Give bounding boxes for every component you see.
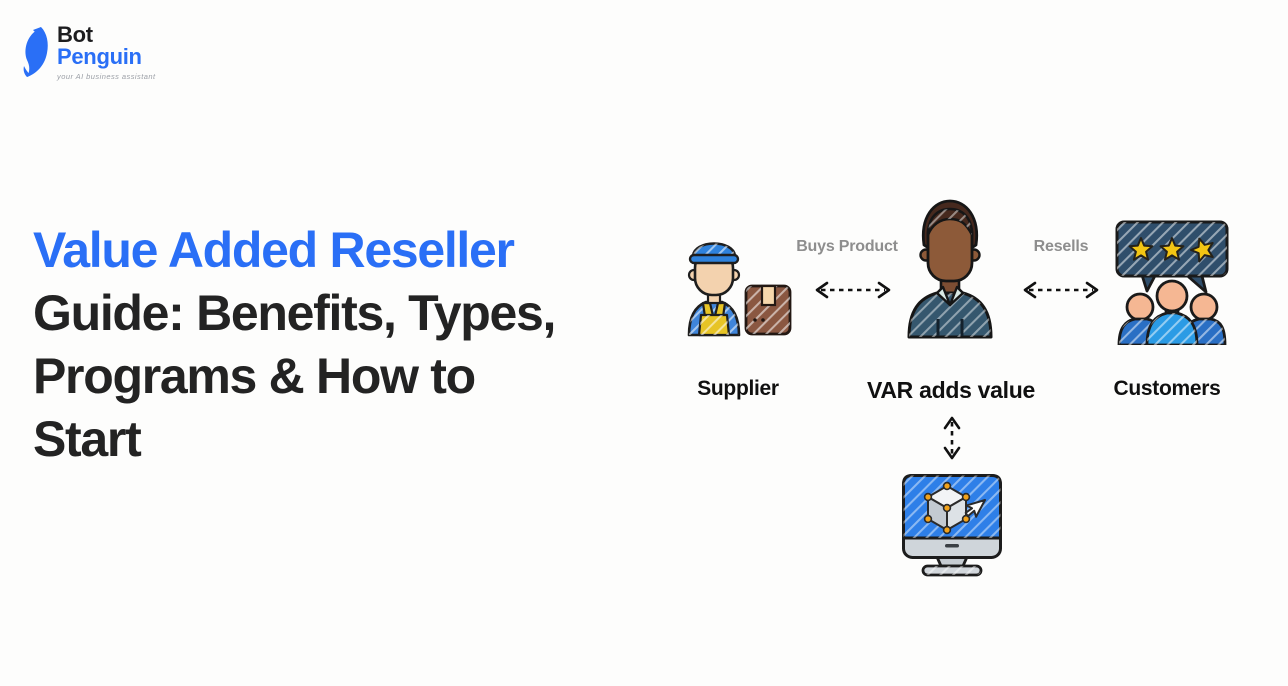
customers-review-icon xyxy=(1115,220,1229,345)
cursor-arrow xyxy=(964,499,986,518)
adds-value-arrow-icon xyxy=(943,416,961,460)
computer-3d-model-icon xyxy=(902,474,1002,577)
page-title-line-1: Value Added Reseller xyxy=(33,222,515,278)
edge-label-buys-product: Buys Product xyxy=(796,238,898,255)
page-title-line-3: Programs & How to xyxy=(33,348,476,404)
cube-nodes xyxy=(923,481,971,535)
buys-product-arrow-icon xyxy=(815,281,891,299)
logo-brand-bottom: Penguin xyxy=(57,44,142,69)
logo-brand-top: Bot xyxy=(57,22,93,47)
reseller-person-icon xyxy=(907,199,993,339)
penguin-logo-icon xyxy=(23,27,48,77)
supplier-worker-box-icon xyxy=(687,242,792,337)
node-label-var: VAR adds value xyxy=(867,377,1035,403)
botpenguin-logo: Bot Penguin your AI business assistant xyxy=(16,24,156,81)
page-title-line-4: Start xyxy=(33,411,142,467)
node-label-supplier: Supplier xyxy=(697,377,779,400)
edge-label-resells: Resells xyxy=(1033,238,1089,255)
page-title: Value Added Reseller Guide: Benefits, Ty… xyxy=(33,219,693,471)
resells-arrow-icon xyxy=(1023,281,1099,299)
node-label-customers: Customers xyxy=(1113,377,1221,400)
page-title-line-2: Guide: Benefits, Types, xyxy=(33,285,556,341)
logo-tagline: your AI business assistant xyxy=(57,72,156,81)
